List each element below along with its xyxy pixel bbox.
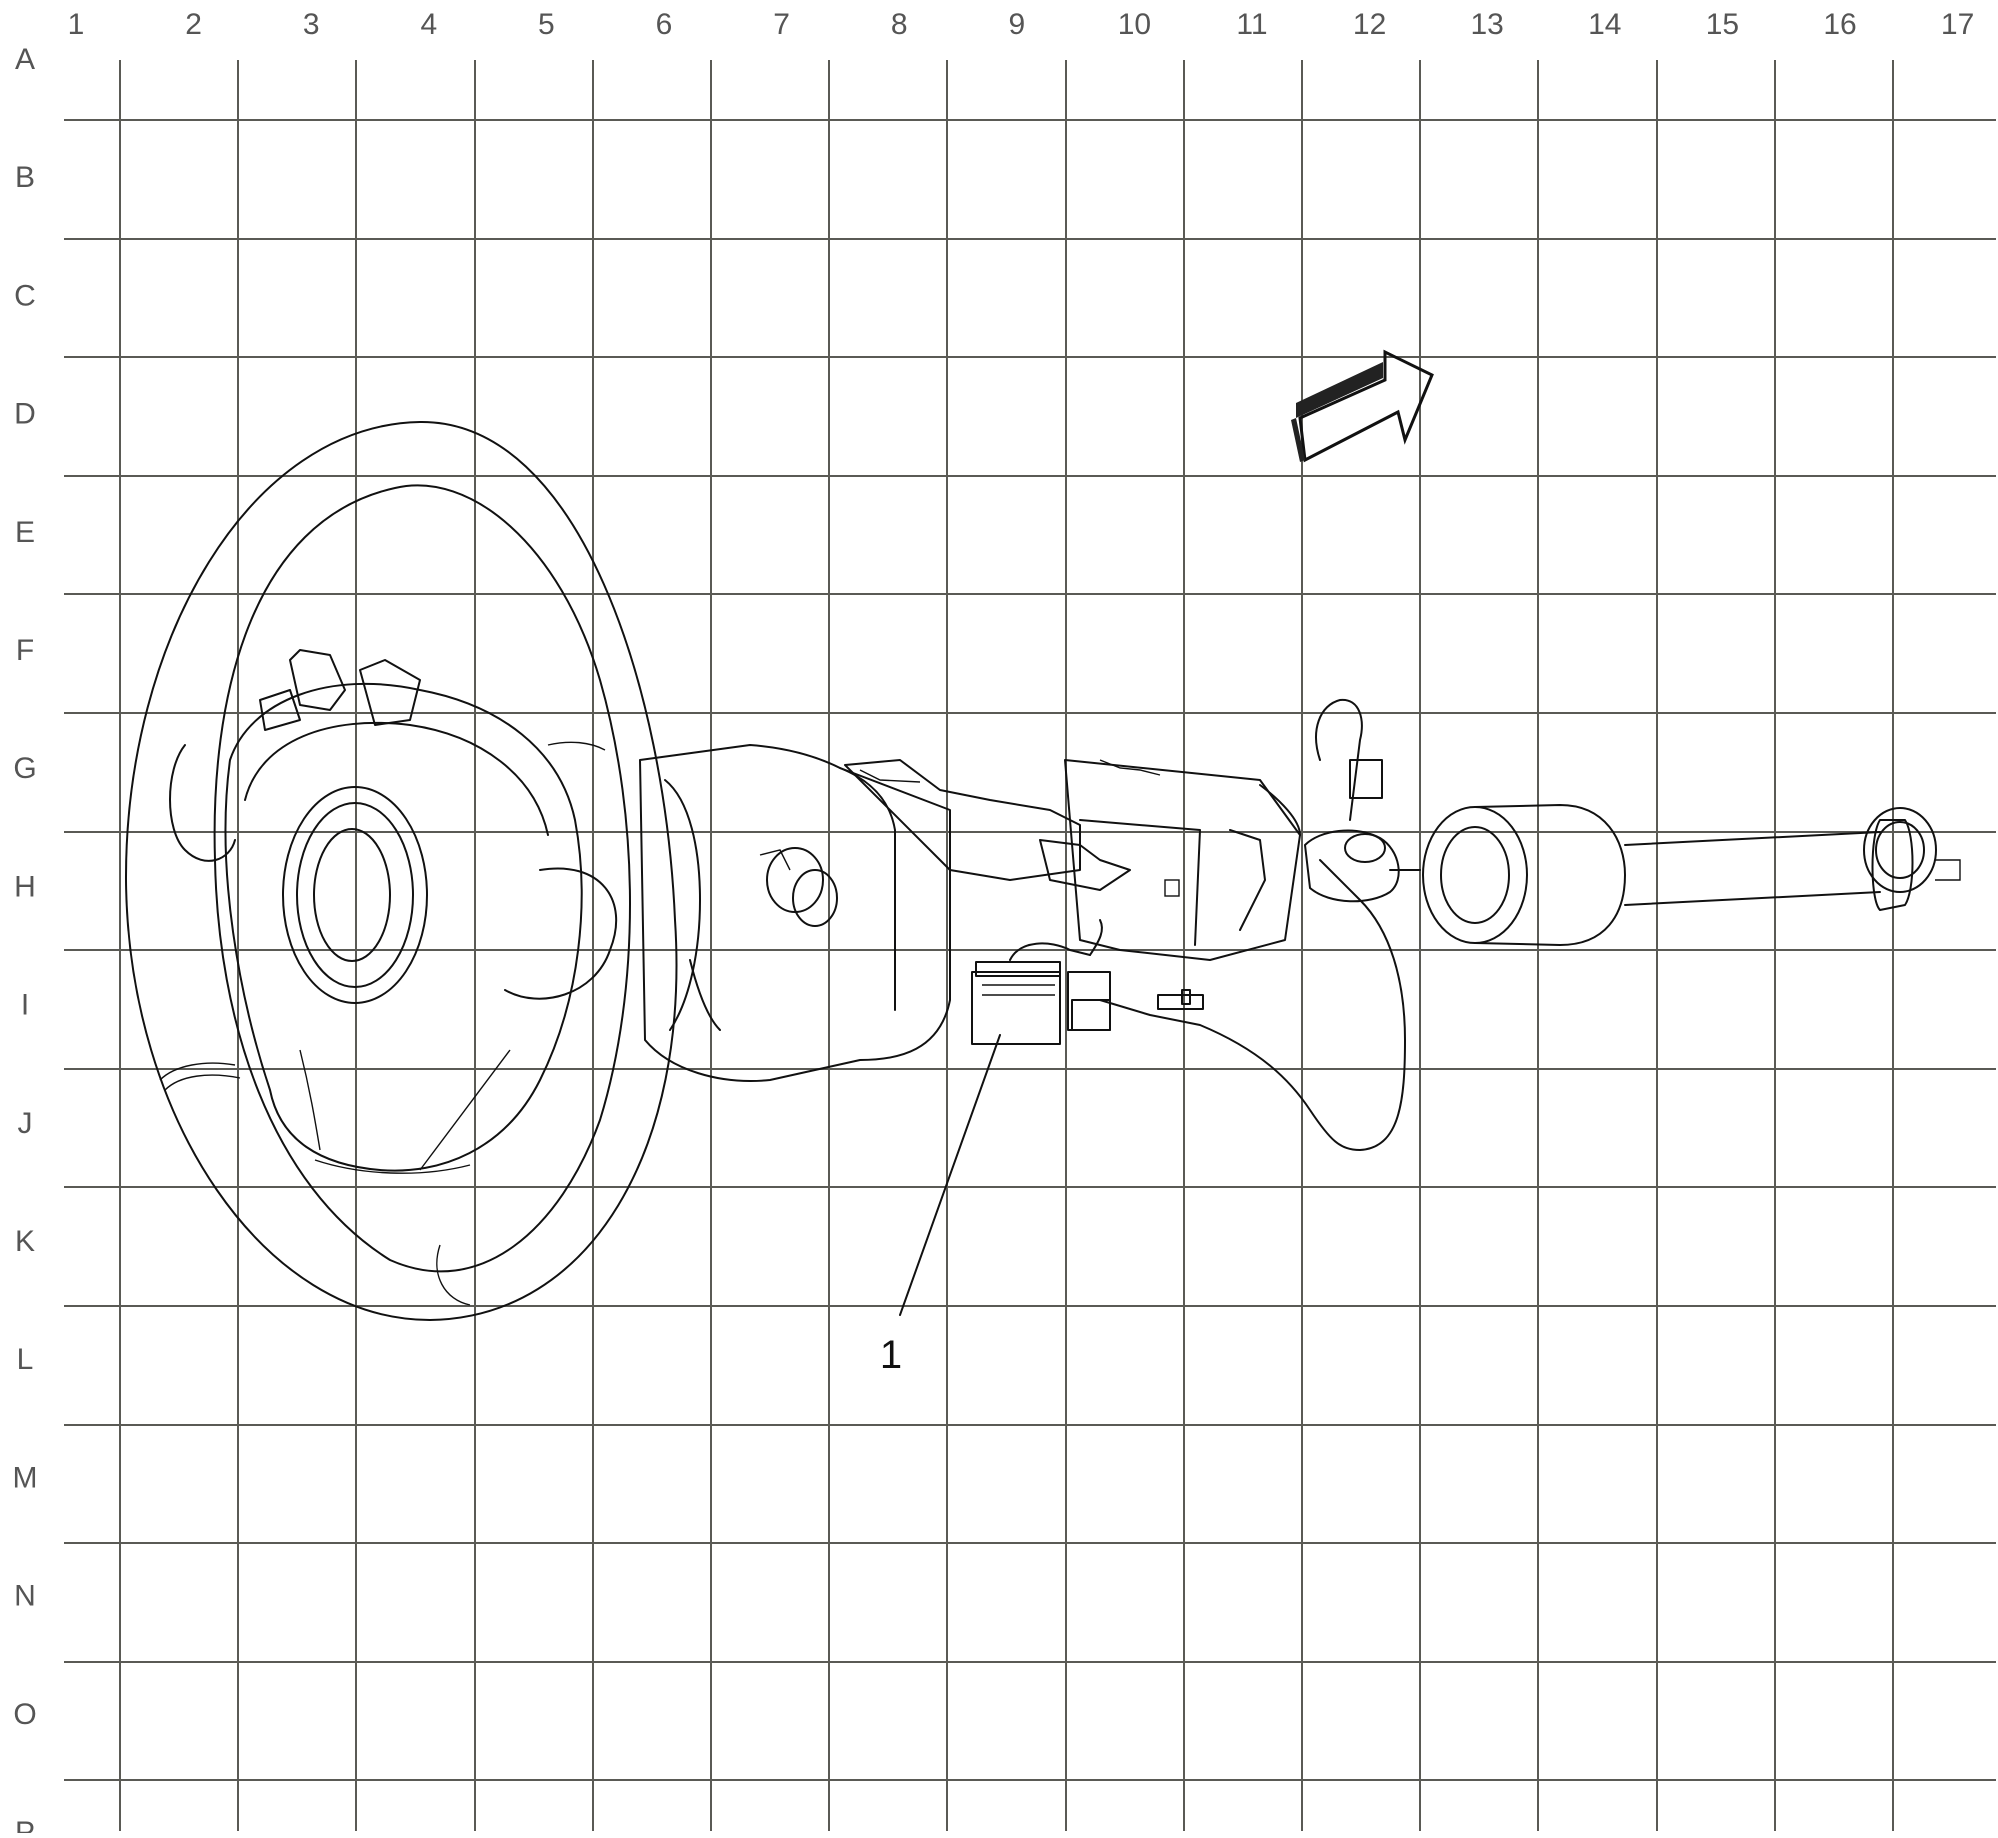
row-labels: A B C D E F G H I J K L M N O P bbox=[13, 43, 38, 1838]
column-label: 4 bbox=[420, 8, 437, 41]
column-label: 17 bbox=[1941, 8, 1974, 41]
column-label: 8 bbox=[891, 8, 908, 41]
reference-grid bbox=[64, 60, 1996, 1831]
column-label: 3 bbox=[303, 8, 320, 41]
column-label: 11 bbox=[1236, 8, 1267, 41]
row-label: J bbox=[18, 1107, 33, 1140]
column-label: 9 bbox=[1008, 8, 1025, 41]
row-label: K bbox=[15, 1225, 35, 1258]
row-label: M bbox=[13, 1461, 38, 1494]
direction-arrow bbox=[1291, 349, 1434, 463]
column-label: 2 bbox=[185, 8, 202, 41]
row-label: E bbox=[15, 516, 35, 549]
column-label: 13 bbox=[1471, 8, 1504, 41]
airbag-module bbox=[169, 682, 618, 1174]
connector-harness bbox=[971, 859, 1406, 1151]
callout-number: 1 bbox=[880, 1333, 902, 1377]
row-label: O bbox=[13, 1698, 36, 1731]
row-label: B bbox=[15, 161, 35, 194]
column-label: 12 bbox=[1353, 8, 1386, 41]
column-label: 15 bbox=[1706, 8, 1739, 41]
column-label: 1 bbox=[68, 8, 85, 41]
row-label: G bbox=[13, 752, 36, 785]
row-label: H bbox=[14, 870, 36, 903]
column-label: 16 bbox=[1823, 8, 1856, 41]
column-label: 14 bbox=[1588, 8, 1621, 41]
column-label: 6 bbox=[656, 8, 673, 41]
steering-wheel bbox=[124, 420, 678, 1321]
intermediate-shaft bbox=[1304, 698, 1961, 946]
row-label: D bbox=[14, 398, 36, 431]
row-label: F bbox=[16, 634, 34, 667]
row-label: I bbox=[21, 989, 29, 1022]
column-label: 10 bbox=[1118, 8, 1151, 41]
callout-leader-line bbox=[899, 1034, 1001, 1316]
row-label: P bbox=[15, 1816, 35, 1833]
row-label: C bbox=[14, 279, 36, 312]
column-body bbox=[844, 759, 1301, 961]
callouts: 1 bbox=[880, 1034, 1001, 1377]
row-label: L bbox=[17, 1343, 34, 1376]
row-label: N bbox=[14, 1580, 36, 1613]
row-label: A bbox=[15, 43, 35, 76]
column-label: 5 bbox=[538, 8, 555, 41]
column-label: 7 bbox=[773, 8, 790, 41]
column-shroud bbox=[639, 744, 951, 1082]
multifunction-switch bbox=[259, 649, 606, 751]
